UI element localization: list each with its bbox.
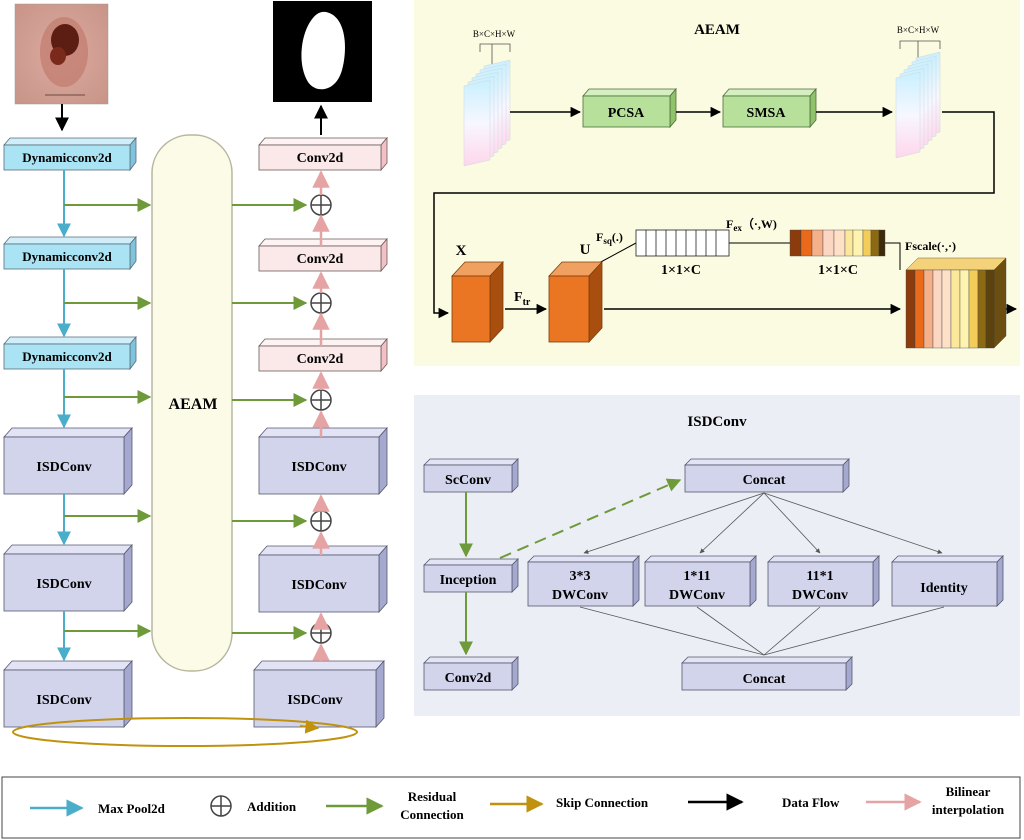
- legend-max-pool-label: Max Pool2d: [98, 801, 166, 816]
- encoder-isd-1-label: ISDConv: [36, 460, 91, 475]
- tensor-in-label: B×C×H×W: [473, 29, 516, 39]
- encoder-isd-3: ISDConv: [3, 659, 133, 729]
- isd-conv2d-block: Conv2d: [423, 656, 519, 691]
- legend-data-flow: Data Flow: [688, 793, 840, 811]
- decoder-conv-3: Conv2d: [258, 337, 388, 373]
- fsq-label: Fsq(.): [596, 230, 623, 246]
- scconv-label: ScConv: [445, 473, 491, 488]
- isd-conv2d-label: Conv2d: [445, 671, 492, 686]
- legend-addition: Addition: [210, 795, 297, 817]
- branch-block-4: Identity: [891, 555, 1004, 607]
- vec2-label: 1×1×C: [818, 263, 858, 278]
- inception-block: Inception: [423, 558, 519, 593]
- legend-skip-label: Skip Connection: [556, 795, 649, 810]
- encoder-dyn-2-label: Dynamicconv2d: [22, 249, 112, 264]
- legend-residual-line2: Connection: [400, 807, 464, 822]
- residual-arrows-in: [64, 198, 152, 638]
- concat-top-label: Concat: [743, 473, 786, 488]
- u-label: U: [580, 242, 591, 258]
- decoder-conv-1: Conv2d: [258, 136, 388, 172]
- decoder-conv-3-label: Conv2d: [297, 352, 344, 367]
- excitation-vector: [789, 229, 886, 257]
- legend-residual-line1: Residual: [408, 789, 457, 804]
- encoder-isd-1: ISDConv: [3, 426, 133, 496]
- encoder-dyn-1-label: Dynamicconv2d: [22, 150, 112, 165]
- branch-1-line1: 3*3: [570, 569, 591, 584]
- encoder-dyn-3-label: Dynamicconv2d: [22, 349, 112, 364]
- pcsa-block: PCSA: [582, 87, 677, 129]
- concat-bottom-block: Concat: [681, 656, 853, 691]
- aeam-label: AEAM: [169, 396, 218, 413]
- ftr-label: Ftr: [514, 290, 531, 308]
- legend-skip: Skip Connection: [490, 795, 649, 813]
- isd-panel-title: ISDConv: [687, 414, 747, 430]
- encoder-dyn-2: Dynamicconv2d: [3, 235, 137, 271]
- vec1-label: 1×1×C: [661, 263, 701, 278]
- smsa-block: SMSA: [722, 87, 817, 129]
- tensor-out-label: B×C×H×W: [897, 25, 940, 35]
- decoder-isd-3-label: ISDConv: [287, 693, 342, 708]
- branch-1-line2: DWConv: [552, 588, 608, 603]
- decoder-isd-2-label: ISDConv: [291, 578, 346, 593]
- scaled-output-cube: [905, 257, 1007, 349]
- branch-block-1: 3*3 DWConv: [527, 555, 640, 607]
- legend-max-pool: Max Pool2d: [30, 799, 166, 817]
- legend-bilinear-line2: interpolation: [932, 802, 1005, 817]
- inception-label: Inception: [440, 573, 497, 588]
- encoder-isd-3-label: ISDConv: [36, 693, 91, 708]
- concat-top-block: Concat: [684, 458, 850, 493]
- u-block: [548, 260, 603, 344]
- legend: [1, 776, 1021, 839]
- aeam-block: [151, 134, 233, 672]
- branch-block-2: 1*11 DWConv: [644, 555, 757, 607]
- isd-green-arrows: [459, 478, 682, 656]
- aeam-panel-title: AEAM: [694, 22, 740, 38]
- branch-3-line2: DWConv: [792, 588, 848, 603]
- x-block: [451, 260, 504, 344]
- scconv-block: ScConv: [423, 458, 519, 493]
- encoder-isd-2: ISDConv: [3, 543, 133, 613]
- squeeze-vector: [635, 229, 730, 257]
- decoder-isd-3: ISDConv: [253, 659, 385, 729]
- encoder-dyn-3: Dynamicconv2d: [3, 335, 137, 371]
- residual-arrows-out: [232, 198, 308, 640]
- decoder-isd-1: ISDConv: [258, 426, 388, 496]
- decoder-isd-1-label: ISDConv: [291, 460, 346, 475]
- branch-3-line1: 11*1: [806, 569, 833, 584]
- decoder-conv-1-label: Conv2d: [297, 151, 344, 166]
- tensor-stack-out: B×C×H×W: [895, 25, 941, 159]
- fscale-label: Fscale(·,·): [905, 239, 956, 253]
- branch-2-line1: 1*11: [683, 569, 710, 584]
- branch-block-3: 11*1 DWConv: [767, 555, 880, 607]
- concat-bottom-label: Concat: [743, 672, 786, 687]
- decoder-conv-2-label: Conv2d: [297, 252, 344, 267]
- legend-residual: Residual Connection: [326, 789, 465, 822]
- legend-bilinear: Bilinear interpolation: [866, 784, 1005, 817]
- encoder-isd-2-label: ISDConv: [36, 577, 91, 592]
- output-mask: [273, 1, 372, 102]
- decoder-isd-2: ISDConv: [258, 544, 388, 614]
- tensor-stack-in: B×C×H×W: [463, 29, 516, 167]
- legend-bilinear-line1: Bilinear: [946, 784, 991, 799]
- input-image: [14, 3, 109, 105]
- isd-branch-lines: [579, 492, 945, 656]
- pcsa-label: PCSA: [608, 106, 645, 121]
- decoder-conv-2: Conv2d: [258, 237, 388, 273]
- legend-data-flow-label: Data Flow: [782, 795, 840, 810]
- branch-2-line2: DWConv: [669, 588, 725, 603]
- skip-connection: [12, 717, 358, 747]
- addition-nodes: [310, 194, 332, 644]
- branch-4-line1: Identity: [920, 581, 967, 596]
- legend-addition-label: Addition: [247, 799, 297, 814]
- x-label: X: [456, 243, 467, 259]
- smsa-label: SMSA: [747, 106, 787, 121]
- encoder-dyn-1: Dynamicconv2d: [3, 136, 137, 172]
- fex-label: Fex（·,W): [726, 216, 777, 233]
